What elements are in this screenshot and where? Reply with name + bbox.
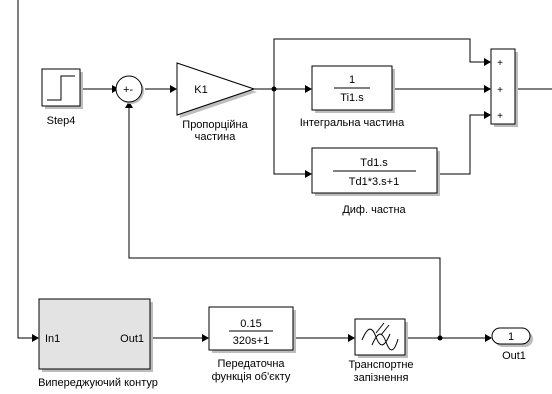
outport-label: Out1 — [502, 350, 526, 362]
outport-number: 1 — [508, 331, 514, 343]
sum2-block[interactable]: + + + — [490, 48, 518, 127]
gain-value: K1 — [194, 84, 207, 96]
subsystem-in-port: In1 — [45, 333, 60, 345]
signal-arrowheads — [32, 58, 492, 342]
transfer-numerator: 0.15 — [240, 318, 261, 330]
subsystem-block[interactable]: In1 Out1 Випереджуючий контур — [38, 298, 158, 389]
gain-label-line2: частина — [195, 131, 237, 143]
delay-label-line1: Транспортне — [348, 359, 413, 371]
delay-label-line2: запізнення — [354, 372, 409, 384]
step-icon — [47, 75, 75, 101]
transport-delay-block[interactable]: Транспортне запізнення — [348, 318, 414, 384]
sum2-sign-3: + — [497, 111, 503, 122]
subsystem-label: Випереджуючий контур — [38, 377, 158, 389]
transfer-denominator: 320s+1 — [233, 335, 269, 347]
derivative-denominator: Td1*3.s+1 — [349, 176, 399, 188]
integral-denominator: Ti1.s — [340, 92, 364, 104]
integral-label: Інтегральна частина — [300, 117, 405, 129]
integral-block[interactable]: 1 Ti1.s Інтегральна частина — [300, 65, 405, 129]
sum1-signs: +- — [123, 84, 133, 96]
step-label: Step4 — [47, 115, 76, 127]
subsystem-out-port: Out1 — [120, 333, 144, 345]
transfer-label-line1: Передаточна — [217, 358, 285, 370]
gain-block[interactable]: K1 Пропорційна частина — [176, 62, 257, 143]
integral-numerator: 1 — [349, 74, 355, 86]
sum1-block[interactable]: +- — [115, 75, 144, 104]
transfer-fn-block[interactable]: 0.15 320s+1 Передаточна функція об'єкту — [208, 306, 296, 383]
derivative-numerator: Td1.s — [360, 157, 388, 169]
sum2-sign-2: + — [497, 85, 503, 96]
sum2-sign-1: + — [497, 58, 503, 69]
gain-label-line1: Пропорційна — [182, 119, 248, 131]
signal-lines — [17, 0, 552, 339]
branch-point-output — [437, 335, 443, 341]
transport-delay-icon — [361, 322, 399, 351]
step-block[interactable]: Step4 — [41, 68, 83, 127]
derivative-block[interactable]: Td1.s Td1*3.s+1 Диф. частна — [311, 147, 440, 216]
derivative-label: Диф. частна — [342, 204, 406, 216]
outport-block[interactable]: 1 Out1 — [491, 327, 533, 362]
branch-point-pid — [271, 86, 277, 92]
transfer-label-line2: функція об'єкту — [212, 371, 291, 383]
